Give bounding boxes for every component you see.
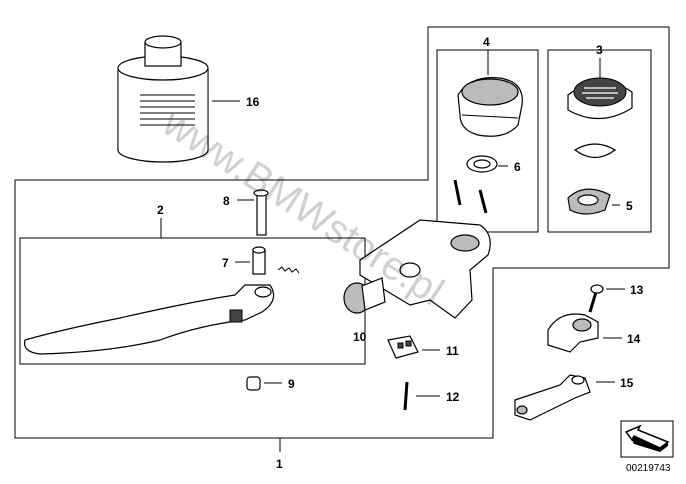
part-11-switch [387,335,419,359]
label-7: 7 [222,256,229,270]
label-8: 8 [223,194,230,208]
part-housing [359,219,491,319]
label-3: 3 [596,43,603,57]
watermark: www.BMWstore.pl [154,100,451,314]
part-13-bolt [588,284,604,313]
assembly-frame-1 [14,26,670,439]
label-5: 5 [626,199,633,213]
part-7-bushing [252,249,266,275]
label-10: 10 [353,330,367,344]
part-9-nut [246,376,261,391]
label-12: 12 [446,390,460,404]
part-14-clamp [547,313,599,353]
orientation-arrow-icon [620,420,674,458]
label-6: 6 [514,160,521,174]
assembly-frame-3 [547,49,652,233]
label-15: 15 [620,376,634,390]
part-3-cap [567,77,633,159]
label-9: 9 [288,377,295,391]
label-1: 1 [276,457,283,471]
part-16-fluid-can [117,35,209,163]
part-8-pin [253,189,269,236]
label-4: 4 [483,35,490,49]
part-5-diaphragm [567,188,611,215]
part-10-boot [343,277,386,314]
label-13: 13 [630,283,644,297]
part-4-reservoir [457,77,523,137]
screw [478,189,488,214]
screw [453,179,462,206]
part-2-clutch-lever [23,266,300,355]
part-12-screw [403,381,409,411]
label-11: 11 [446,344,459,358]
label-14: 14 [627,332,641,346]
diagram-code: 00219743 [626,463,671,474]
part-15-bracket [514,374,591,421]
label-2: 2 [157,203,164,217]
label-16: 16 [246,95,260,109]
